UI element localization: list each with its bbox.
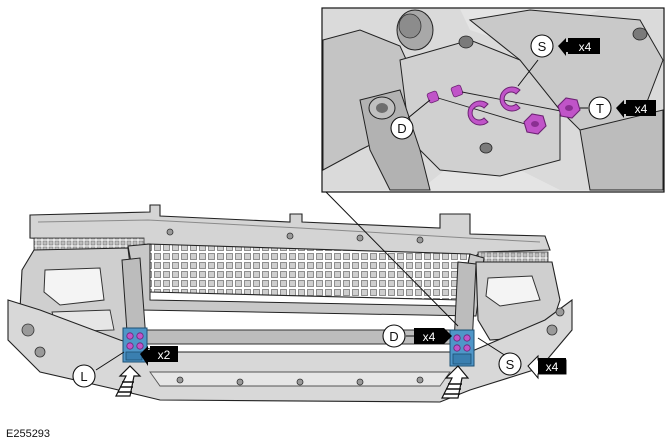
callout-L-main: L (72, 351, 125, 388)
callout-T-inset: T (588, 96, 612, 120)
svg-text:x4: x4 (546, 360, 559, 374)
inset-leader-line (325, 191, 459, 327)
nuts (523, 97, 581, 135)
svg-text:S: S (506, 357, 515, 372)
svg-text:D: D (389, 329, 398, 344)
right-bracket-fasteners (449, 329, 475, 367)
svg-text:x4: x4 (423, 330, 436, 344)
inset-detail (321, 7, 665, 193)
qty-badge-T-inset: x4 (616, 100, 656, 118)
qty-badge-D-main: x4 (414, 328, 452, 344)
callout-D-inset: D (390, 116, 414, 140)
svg-text:T: T (596, 101, 604, 116)
svg-text:x2: x2 (158, 348, 171, 362)
callout-D-main: D (382, 324, 414, 348)
svg-text:x4: x4 (579, 40, 592, 54)
removal-arrow-left (115, 365, 142, 397)
svg-text:x4: x4 (635, 102, 648, 116)
c-clips (467, 86, 521, 126)
qty-badge-L-main: x2 (140, 346, 178, 366)
svg-text:D: D (397, 121, 406, 136)
figure-reference-id: E255293 (6, 428, 51, 440)
qty-badge-S-inset: x4 (558, 38, 600, 56)
removal-arrow-right (441, 365, 470, 399)
svg-text:S: S (538, 39, 547, 54)
studs (426, 84, 567, 127)
qty-badge-S-main: x4 (527, 354, 567, 380)
callout-S-main: S (477, 337, 522, 376)
callout-S-inset: S (530, 34, 554, 58)
svg-text:L: L (80, 369, 87, 384)
front-end-carrier (7, 204, 573, 403)
